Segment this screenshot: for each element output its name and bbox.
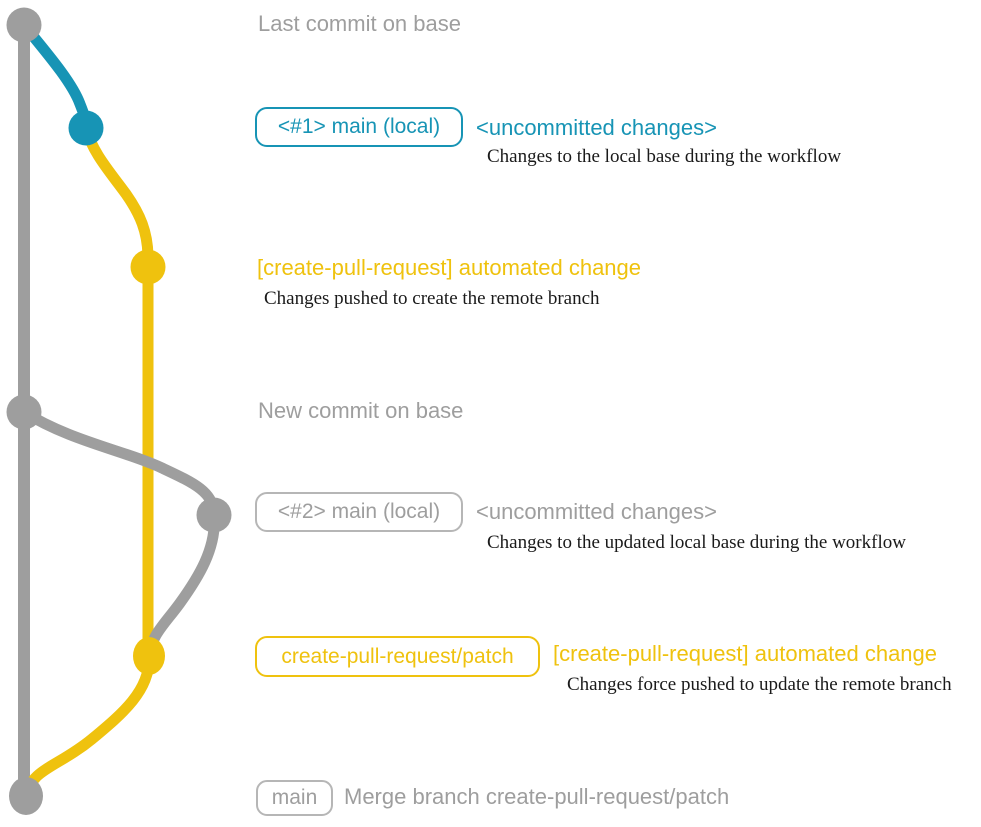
commit-node-uncommitted-2 <box>196 497 232 533</box>
commit-node-force-pushed <box>133 637 165 675</box>
commit-node-last-on-base <box>6 7 42 43</box>
branch-badge-main-local-2: <#2> main (local) <box>255 492 463 532</box>
label-merge-branch: Merge branch create-pull-request/patch <box>344 784 730 809</box>
label-new-commit-on-base: New commit on base <box>258 398 464 423</box>
label-uncommitted-changes-1: <uncommitted changes> <box>476 115 717 140</box>
label-uncommitted-changes-2: <uncommitted changes> <box>476 499 717 524</box>
main-local-branch-line-1 <box>18 19 92 134</box>
git-graph <box>6 7 232 815</box>
caption-force-pushed-update-remote: Changes force pushed to update the remot… <box>567 674 952 695</box>
merge-line <box>20 650 155 802</box>
branch-badge-main-local-1: <#1> main (local) <box>255 107 463 147</box>
main-local-branch-line-2 <box>18 406 220 521</box>
caption-updated-local-base-changes: Changes to the updated local base during… <box>487 532 906 553</box>
branch-badge-label: main <box>271 786 318 809</box>
patch-branch-line <box>80 122 154 662</box>
label-last-commit-on-base: Last commit on base <box>258 11 461 36</box>
branch-badge-main: main <box>256 780 333 816</box>
commit-node-uncommitted-1 <box>68 110 104 146</box>
label-automated-change-2: [create-pull-request] automated change <box>553 641 938 666</box>
branch-badge-label: <#2> main (local) <box>277 500 441 523</box>
branch-badge-patch: create-pull-request/patch <box>255 636 540 677</box>
commit-node-automated-change <box>130 249 166 285</box>
rebase-line <box>143 509 220 662</box>
label-automated-change-1: [create-pull-request] automated change <box>257 255 642 280</box>
commit-node-new-on-base <box>6 394 42 430</box>
commit-node-merge <box>9 777 43 815</box>
branch-badge-label: create-pull-request/patch <box>281 644 514 668</box>
caption-local-base-changes: Changes to the local base during the wor… <box>487 146 842 167</box>
caption-pushed-create-remote: Changes pushed to create the remote bran… <box>264 288 600 309</box>
branch-badge-label: <#1> main (local) <box>277 115 441 138</box>
